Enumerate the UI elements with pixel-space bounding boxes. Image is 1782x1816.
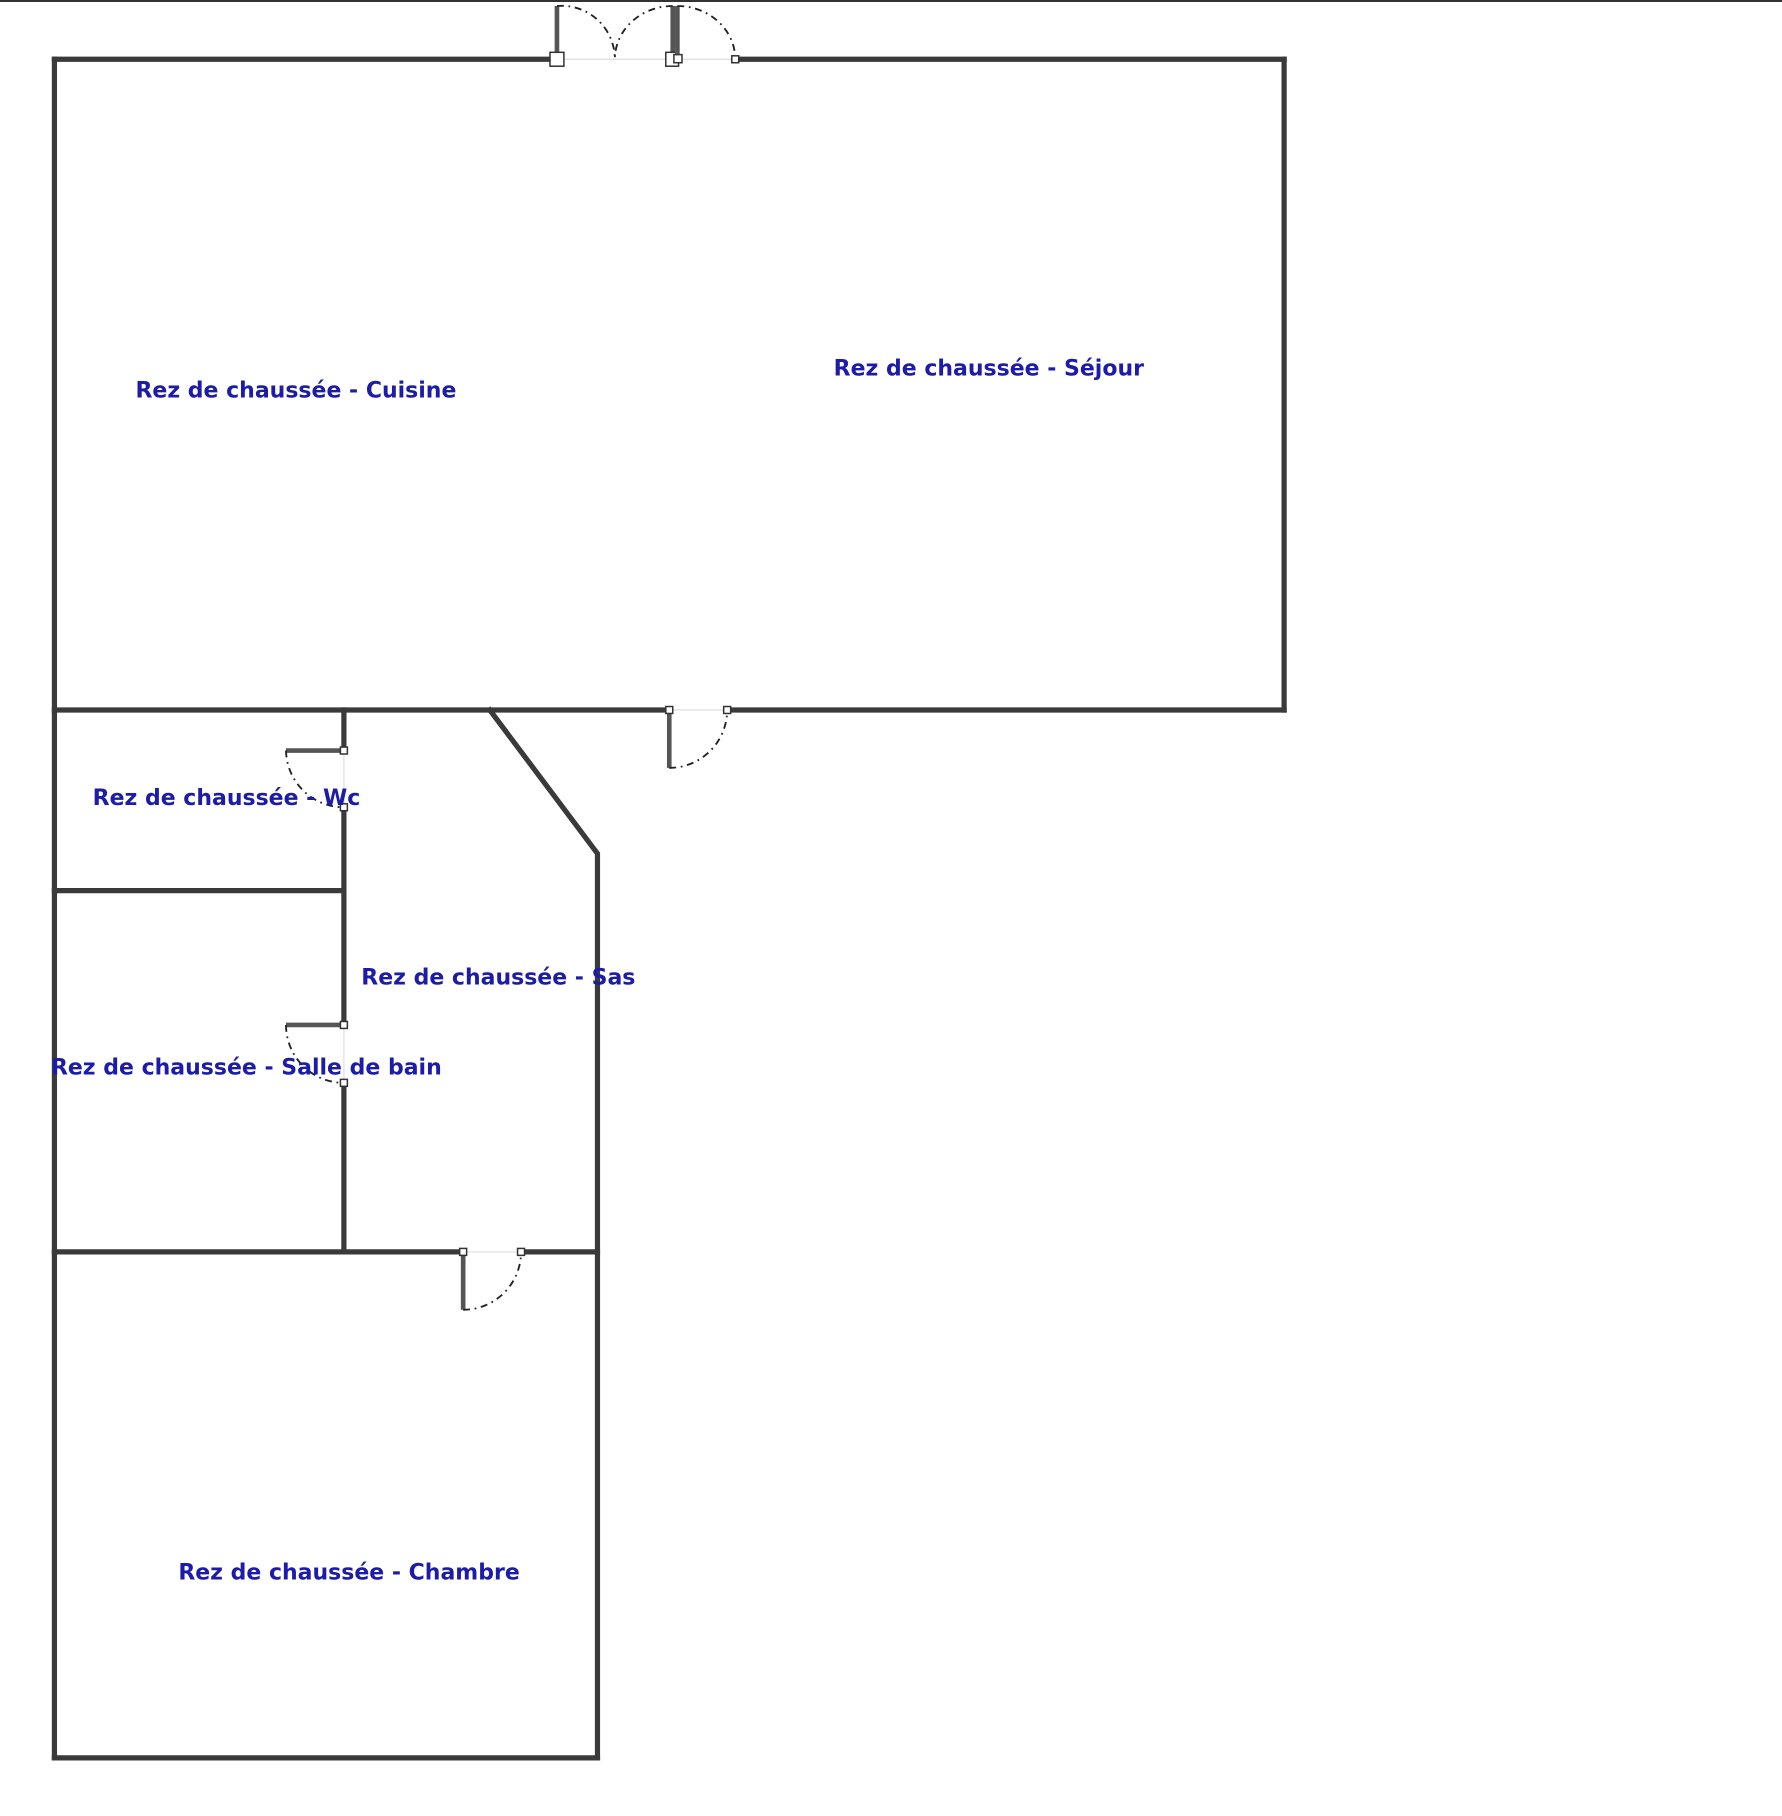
wall-sas-diagonal [486,706,601,1761]
room-label-cuisine: Rez de chaussée - Cuisine [135,378,456,403]
doors [285,4,740,1311]
room-label-sas: Rez de chaussée - Sas [361,965,635,990]
room-label-salle-de-bain: Rez de chaussée - Salle de bain [51,1056,442,1081]
chambre-door[interactable] [458,1247,526,1311]
wc-door[interactable] [285,746,349,812]
room-label-sejour: Rez de chaussée - Séjour [834,356,1144,381]
entrance-door-middle[interactable] [613,5,680,67]
sejour-door[interactable] [665,705,732,769]
room-label-chambre: Rez de chaussée - Chambre [178,1561,519,1586]
entrance-door-left[interactable] [549,4,616,67]
walls [51,56,1287,1761]
room-labels: Rez de chaussée - Cuisine Rez de chaussé… [51,356,1144,1585]
entrance-door-right[interactable] [673,5,740,64]
bathroom-door[interactable] [285,1020,349,1088]
room-label-wc: Rez de chaussée - Wc [93,786,361,811]
